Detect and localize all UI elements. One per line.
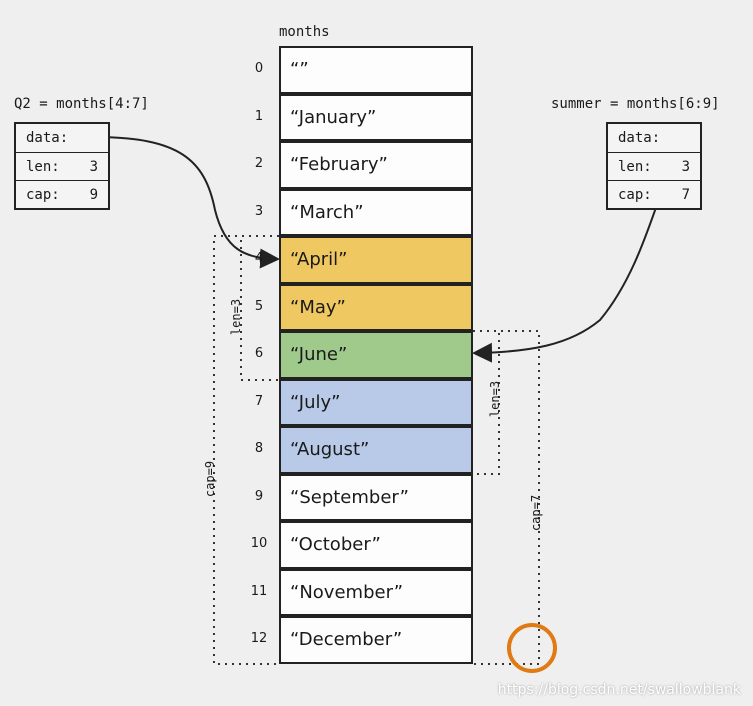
index-label: 4 xyxy=(254,251,264,266)
q2-cap-value: 9 xyxy=(89,186,98,203)
array-cell-overlap: “June” xyxy=(279,331,473,379)
summer-cap-value: 7 xyxy=(681,186,690,203)
array-cell-summer: “July” xyxy=(279,378,473,426)
summer-slice-title: summer = months[6:9] xyxy=(551,96,720,112)
q2-len-label: len: xyxy=(26,158,60,175)
array-cell: “January” xyxy=(279,93,473,141)
q2-cap-label: cap: xyxy=(26,186,60,203)
array-cell: “September” xyxy=(279,473,473,521)
array-cell: “November” xyxy=(279,568,473,616)
array-cell: “February” xyxy=(279,141,473,189)
index-label: 1 xyxy=(254,109,264,124)
q2-len-row: len: 3 xyxy=(16,152,108,180)
q2-data-row: data: xyxy=(16,124,108,152)
q2-slice-header: data: len: 3 cap: 9 xyxy=(14,122,110,210)
array-cell-q2: “April” xyxy=(279,236,473,284)
array-cell-q2: “May” xyxy=(279,283,473,331)
index-label: 10 xyxy=(250,536,268,551)
summer-cap-bracket xyxy=(473,330,540,665)
q2-slice-title: Q2 = months[4:7] xyxy=(14,96,149,112)
q2-len-bracket-label: len=3 xyxy=(229,298,244,336)
index-label: 12 xyxy=(250,631,268,646)
index-label: 3 xyxy=(254,204,264,219)
array-cell-summer: “August” xyxy=(279,426,473,474)
array-cell: “March” xyxy=(279,188,473,236)
array-cell: “” xyxy=(279,46,473,94)
q2-cap-row: cap: 9 xyxy=(16,180,108,208)
q2-data-label: data: xyxy=(26,130,69,146)
q2-len-value: 3 xyxy=(89,158,98,175)
array-cell: “October” xyxy=(279,521,473,569)
index-label: 6 xyxy=(254,346,264,361)
summer-len-value: 3 xyxy=(681,158,690,175)
summer-slice-header: data: len: 3 cap: 7 xyxy=(606,122,702,210)
index-label: 5 xyxy=(254,299,264,314)
summer-len-bracket-label: len=3 xyxy=(488,380,503,418)
summer-cap-row: cap: 7 xyxy=(608,180,700,208)
summer-data-label: data: xyxy=(618,130,661,146)
index-label: 7 xyxy=(254,394,264,409)
q2-data-arrow xyxy=(93,136,280,269)
summer-len-label: len: xyxy=(618,158,652,175)
index-label: 8 xyxy=(254,441,264,456)
summer-cap-label: cap: xyxy=(618,186,652,203)
q2-cap-bracket-label: cap=9 xyxy=(203,460,218,498)
highlight-circle xyxy=(507,623,557,673)
array-title: months xyxy=(279,24,330,40)
summer-len-bracket xyxy=(473,330,500,475)
index-label: 2 xyxy=(254,156,264,171)
summer-len-row: len: 3 xyxy=(608,152,700,180)
index-label: 0 xyxy=(254,61,264,76)
summer-data-row: data: xyxy=(608,124,700,152)
index-label: 9 xyxy=(254,489,264,504)
array-cell: “December” xyxy=(279,616,473,664)
index-label: 11 xyxy=(250,584,268,599)
summer-cap-bracket-label: cap=7 xyxy=(529,494,544,532)
watermark: https://blog.csdn.net/swallowblank xyxy=(497,682,741,698)
q2-cap-bracket xyxy=(213,235,279,665)
